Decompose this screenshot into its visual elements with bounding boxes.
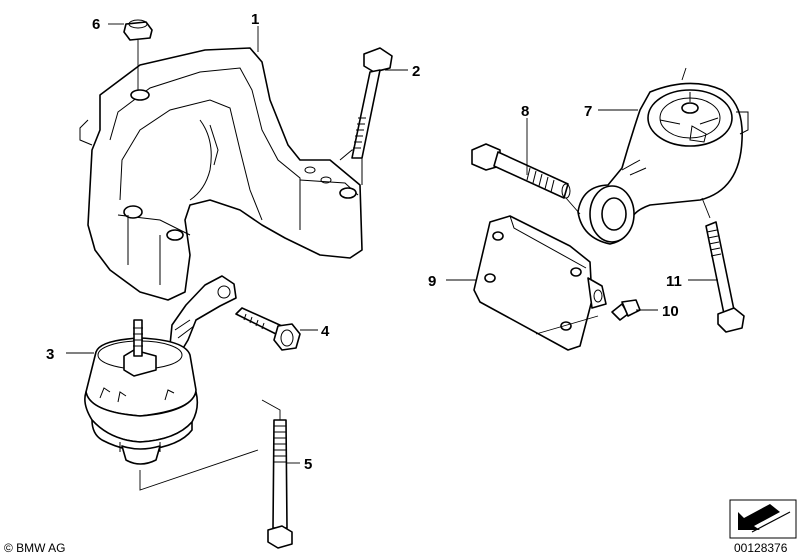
hydro-engine-mount [84,275,259,491]
small-bolt [611,299,641,321]
label-3: 3 [46,346,54,363]
long-bolt-right [705,221,745,333]
adapter-plate [473,215,607,351]
bolt-side [235,307,301,351]
label-7: 7 [584,103,592,120]
leader-lines [66,23,718,464]
torque-rod [577,67,749,245]
callout-labels: 1 2 3 4 5 6 7 8 9 10 11 [46,11,682,473]
bolt-torque-rod [471,143,581,215]
label-11: 11 [666,273,682,290]
direction-icon [729,499,797,539]
label-4: 4 [321,323,330,340]
hex-nut [123,19,153,90]
label-6: 6 [92,16,100,33]
long-bolt-top [351,47,393,159]
label-2: 2 [412,63,420,80]
label-9: 9 [428,273,436,290]
engine-bracket [79,47,363,301]
drawing-number: 00128376 [734,541,788,555]
long-bolt-bottom [261,399,293,549]
label-8: 8 [521,103,529,120]
label-5: 5 [304,456,312,473]
label-1: 1 [251,11,259,28]
label-10: 10 [662,303,679,320]
copyright-text: © BMW AG [4,541,66,555]
